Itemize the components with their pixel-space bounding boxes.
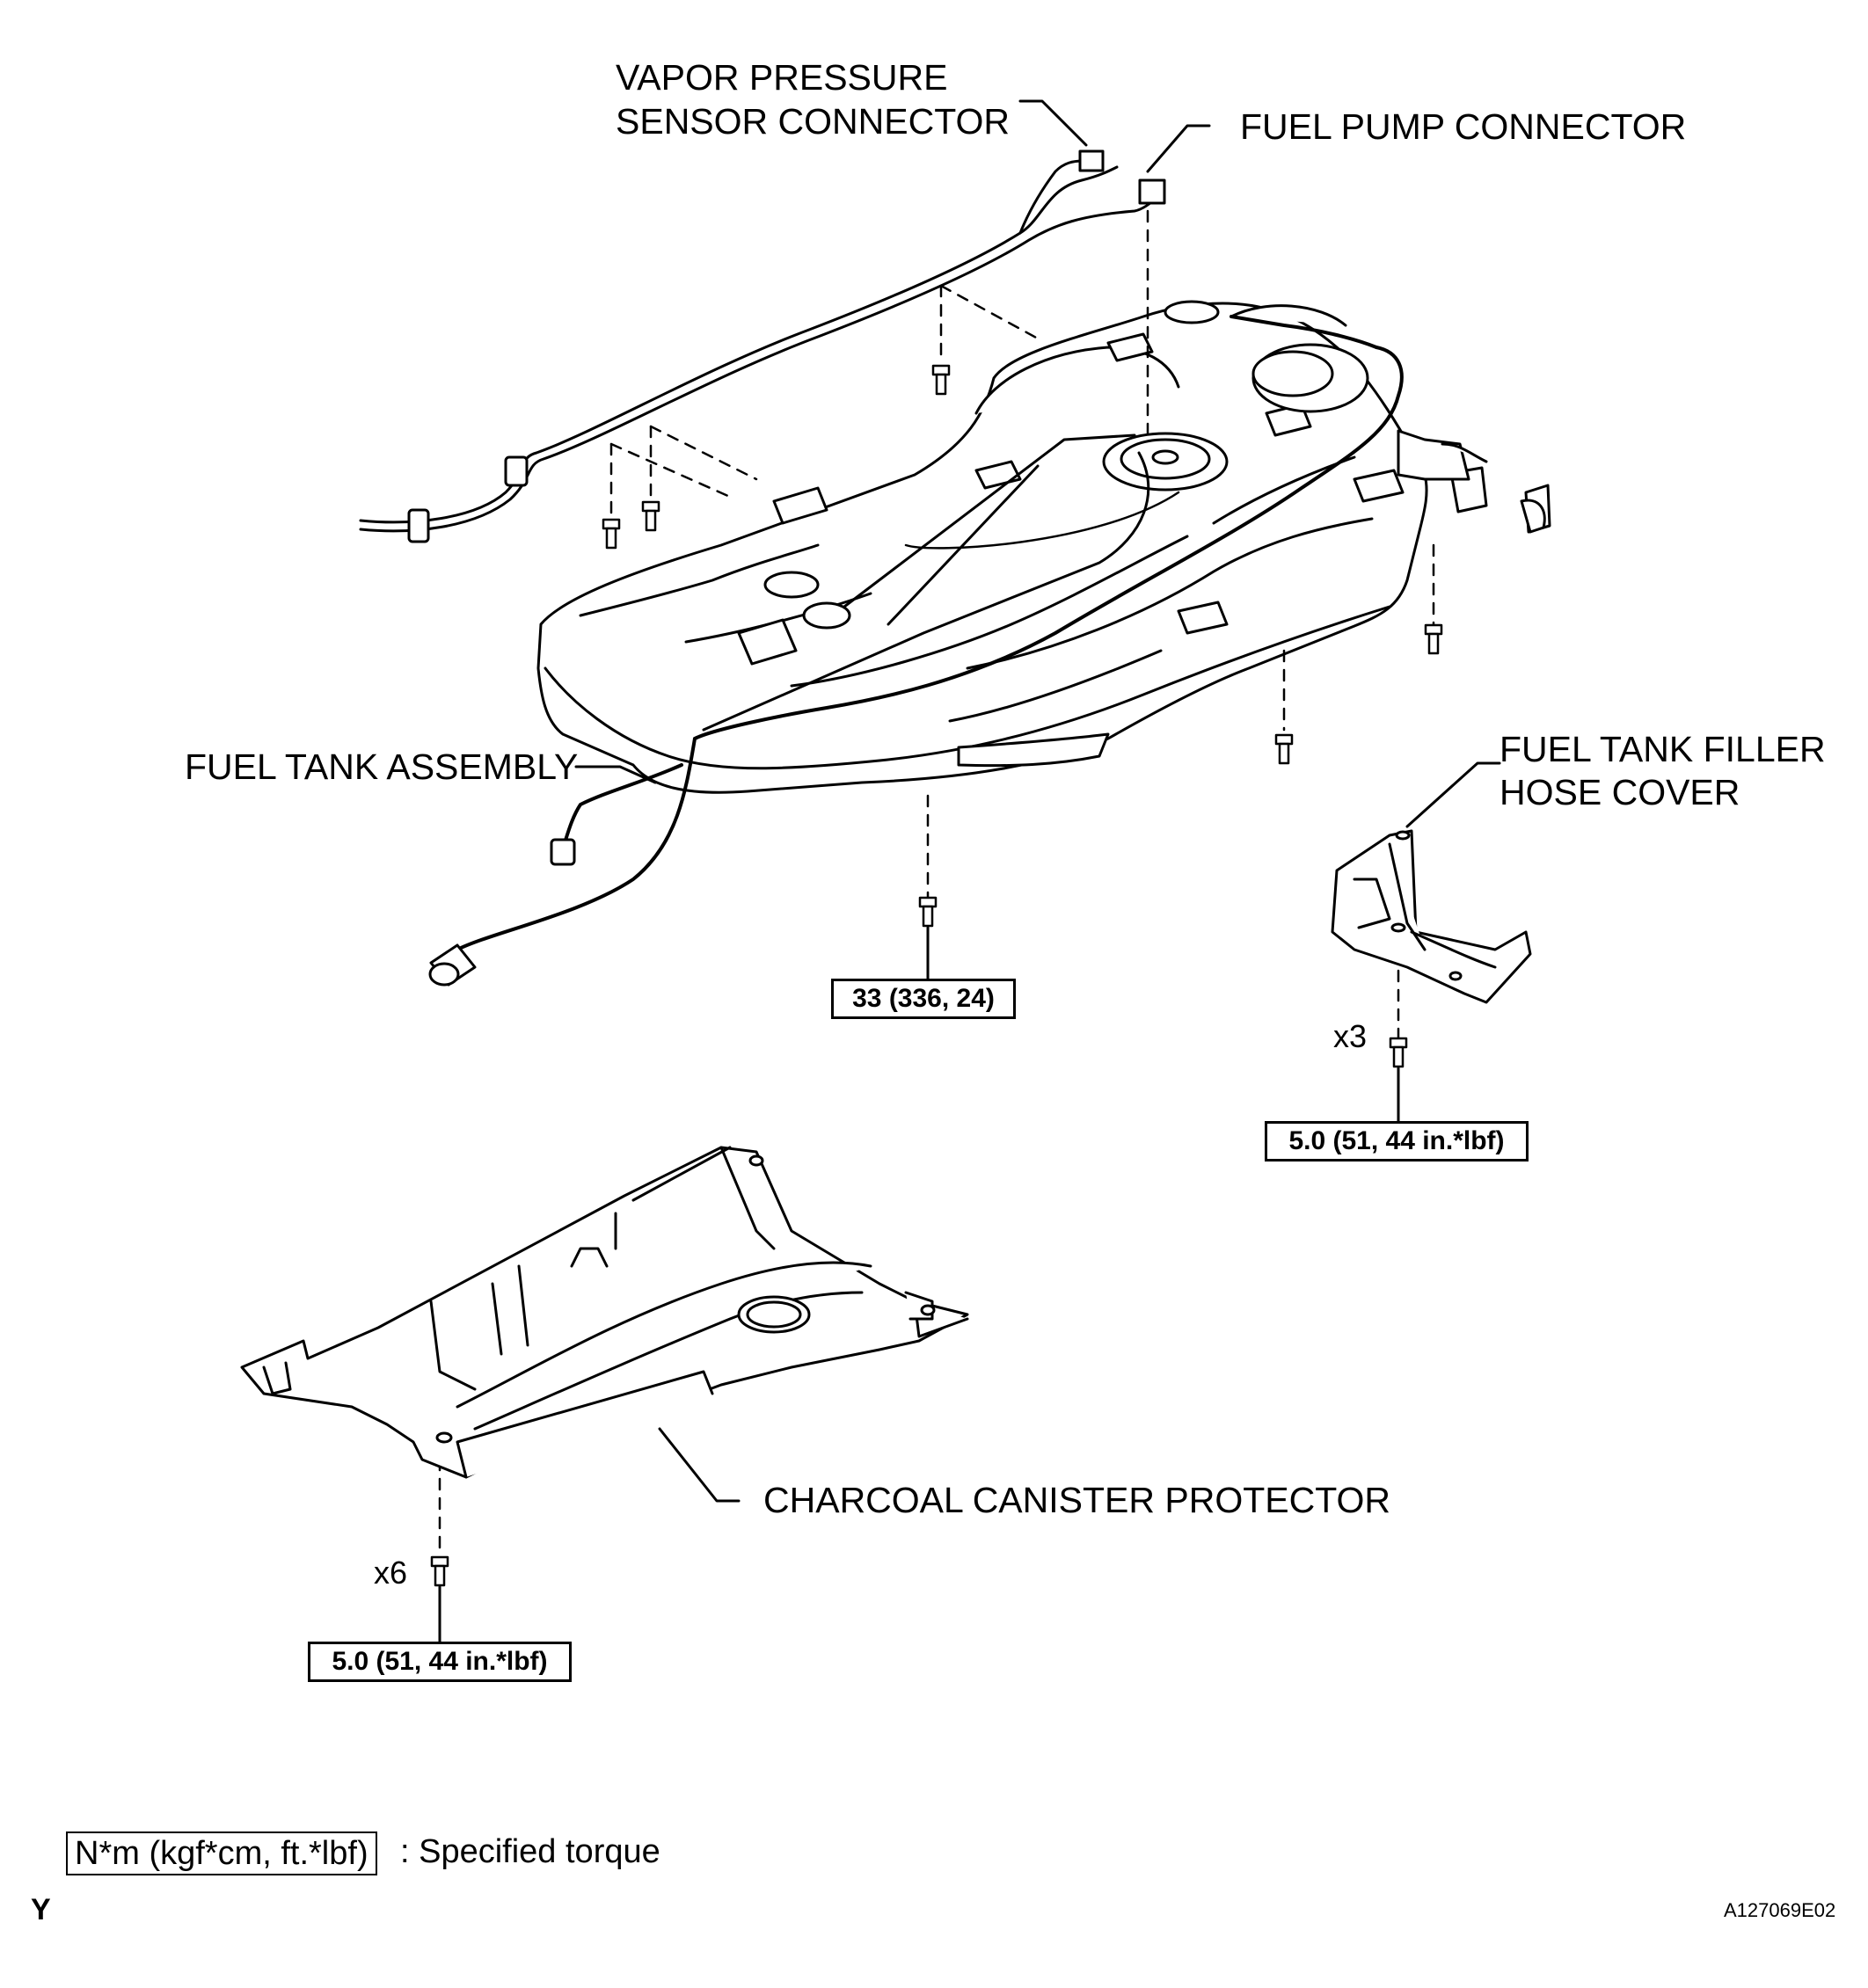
pump-leader: [1146, 124, 1211, 173]
vapor-leader: [1018, 99, 1088, 147]
fuel-pump-ring: [1102, 432, 1229, 492]
main-harness: [456, 315, 1404, 951]
vapor-sensor-label-line2: SENSOR CONNECTOR: [616, 101, 1011, 142]
corner-mark: Y: [31, 1893, 51, 1926]
vapor-sensor-harness: [359, 149, 1166, 543]
charcoal-canister-protector: [240, 1146, 969, 1479]
torque-legend-box: N*m (kgf*cm, ft.*lbf): [66, 1831, 377, 1875]
protector-qty: x6: [374, 1555, 408, 1591]
protector-leader: [658, 1427, 741, 1503]
figure-id: A127069E02: [1724, 1899, 1836, 1921]
filler-cover-label-line1: FUEL TANK FILLER: [1500, 729, 1826, 769]
protector-bolt-torque: 5.0 (51, 44 in.*lbf): [308, 1642, 572, 1682]
filler-cover-leader: [1405, 761, 1501, 828]
sender-gauge-module: [1251, 343, 1369, 413]
torque-legend-description: : Specified torque: [400, 1833, 660, 1870]
filler-cover-qty: x3: [1333, 1018, 1368, 1054]
vapor-sensor-label-line1: VAPOR PRESSURE: [616, 57, 948, 98]
bolt-dash-lines: [438, 209, 1435, 1558]
filler-cover-bolt-torque: 5.0 (51, 44 in.*lbf): [1265, 1121, 1529, 1161]
filler-cover-label-line2: HOSE COVER: [1500, 772, 1740, 812]
tank-assembly-leader: [574, 765, 657, 784]
bolts: [430, 364, 1443, 1587]
filler-hose-cover: [1331, 829, 1532, 1004]
fuel-tank-assembly-label: FUEL TANK ASSEMBLY: [185, 746, 579, 787]
tank-bolt-torque: 33 (336, 24): [831, 979, 1016, 1019]
charcoal-protector-label: CHARCOAL CANISTER PROTECTOR: [763, 1480, 1391, 1520]
fuel-pump-connector-label: FUEL PUMP CONNECTOR: [1240, 106, 1687, 147]
harness-connectors: [428, 429, 1551, 987]
hose-clip: [1520, 499, 1546, 534]
